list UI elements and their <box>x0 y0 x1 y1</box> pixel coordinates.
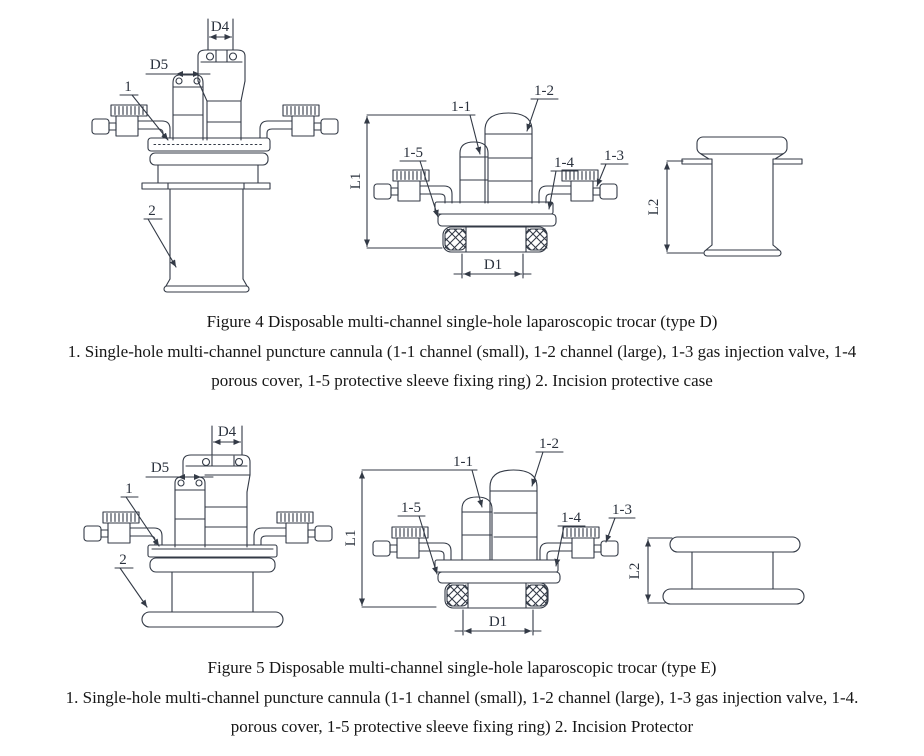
label-1-2: 1-2 <box>534 83 554 99</box>
figure5-legend-line1: 1. Single-hole multi-channel puncture ca… <box>65 688 859 707</box>
leader-1-1: 1-1 <box>449 454 484 508</box>
leader-1-1: 1-1 <box>447 99 482 155</box>
valve-right <box>539 526 619 561</box>
dim-label-l2: L2 <box>646 199 662 216</box>
figure4-left-drawing: D4 D5 <box>91 18 339 293</box>
cannula-body <box>141 544 284 628</box>
dim-label-d4: D4 <box>218 424 237 440</box>
channel-towers <box>461 469 538 561</box>
figure4-right-drawing: L2 <box>646 136 803 257</box>
protector-spool-body <box>662 536 805 605</box>
dim-d1: D1 <box>453 253 532 279</box>
valve-left <box>372 526 452 561</box>
leader-part1: 1 <box>119 79 169 141</box>
leader-part2: 2 <box>143 203 177 268</box>
dim-d4: D4 <box>211 424 243 456</box>
label-1-3: 1-3 <box>604 148 624 164</box>
label-1-3: 1-3 <box>612 502 632 518</box>
dim-label-l2: L2 <box>627 563 643 580</box>
leader-1-3: 1-3 <box>605 502 636 543</box>
leader-part1: 1 <box>120 481 160 547</box>
valve-left <box>83 511 163 546</box>
dim-d5: D5 <box>145 57 211 77</box>
dim-l1: L1 <box>343 469 454 608</box>
channel-towers <box>459 112 533 204</box>
leader-1-2: 1-2 <box>531 436 564 487</box>
leader-1-4: 1-4 <box>554 510 586 567</box>
part-label-1: 1 <box>125 481 133 497</box>
leader-1-5: 1-5 <box>399 145 439 218</box>
label-1-5: 1-5 <box>401 500 421 516</box>
label-1-2: 1-2 <box>539 436 559 452</box>
dim-l1: L1 <box>348 114 459 249</box>
dim-label-l1: L1 <box>343 530 359 547</box>
figure5-left-drawing: D4 D5 <box>83 424 333 628</box>
figure4-caption: Figure 4 Disposable multi-channel single… <box>206 312 718 331</box>
valve-right <box>259 104 339 139</box>
dim-label-d5: D5 <box>151 460 169 476</box>
valve-left <box>373 169 453 204</box>
dim-label-d5: D5 <box>150 57 168 73</box>
leader-1-2: 1-2 <box>526 83 559 132</box>
dim-label-d1: D1 <box>484 257 502 273</box>
dim-l2: L2 <box>627 537 673 604</box>
leader-1-4: 1-4 <box>547 155 579 210</box>
leader-1-3: 1-3 <box>596 148 629 187</box>
small-channel <box>174 476 206 548</box>
part-label-1: 1 <box>124 79 132 95</box>
large-channel <box>182 454 251 548</box>
dim-label-l1: L1 <box>348 173 364 190</box>
figure4-legend-line1: 1. Single-hole multi-channel puncture ca… <box>67 342 857 361</box>
figure4-legend-line2: porous cover, 1-5 protective sleeve fixi… <box>211 371 713 390</box>
large-channel <box>197 49 246 141</box>
dim-d1: D1 <box>454 609 542 636</box>
figure5-caption: Figure 5 Disposable multi-channel single… <box>207 658 717 677</box>
dim-label-d4: D4 <box>211 19 230 35</box>
small-channel <box>172 74 204 141</box>
figure4-middle-drawing: L1 D1 <box>348 83 629 279</box>
label-1-4: 1-4 <box>554 155 574 171</box>
part-label-2: 2 <box>119 552 127 568</box>
label-1-5: 1-5 <box>403 145 423 161</box>
figure5-middle-drawing: L1 D1 <box>343 436 636 636</box>
valve-right <box>253 511 333 546</box>
dim-l2: L2 <box>646 160 704 254</box>
label-1-4: 1-4 <box>561 510 581 526</box>
figure5-legend-line2: porous cover, 1-5 protective sleeve fixi… <box>230 717 694 736</box>
cannula-body <box>141 137 271 293</box>
label-1-1: 1-1 <box>453 454 473 470</box>
valve-left <box>91 104 171 139</box>
figure5-right-drawing: L2 <box>627 536 805 605</box>
protective-case-body <box>681 136 803 257</box>
leader-part2: 2 <box>114 552 148 608</box>
label-1-1: 1-1 <box>451 99 471 115</box>
dim-d4: D4 <box>207 18 234 51</box>
part-label-2: 2 <box>148 203 156 219</box>
dim-label-d1: D1 <box>489 614 507 630</box>
leader-1-5: 1-5 <box>397 500 438 575</box>
